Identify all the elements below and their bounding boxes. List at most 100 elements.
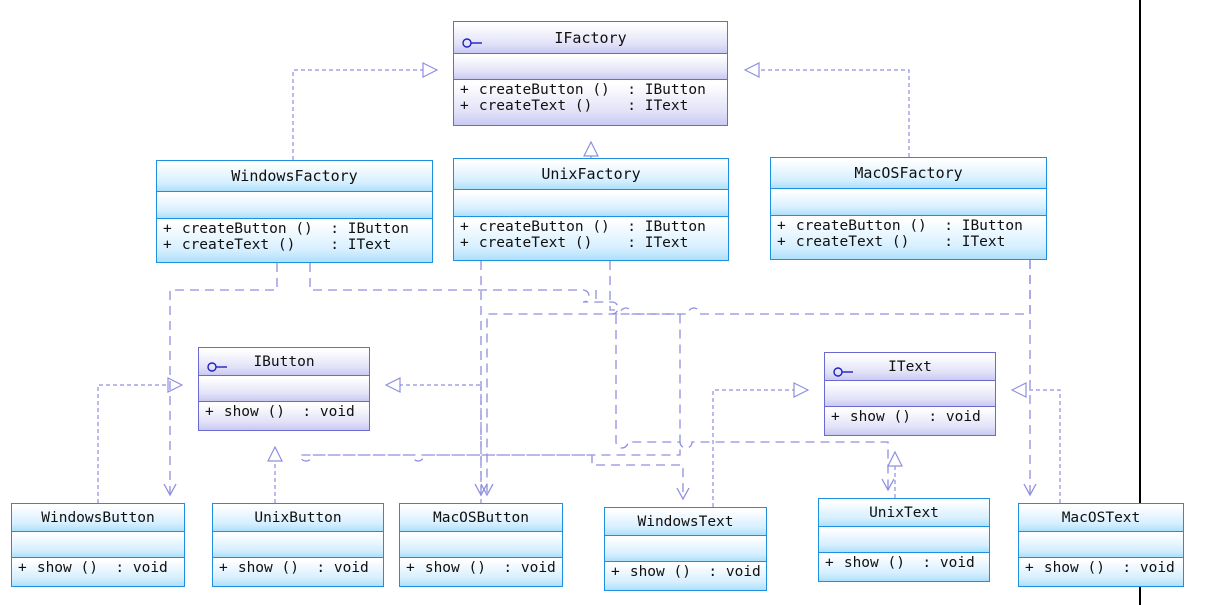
operation-row: + createButton () : IButton (454, 219, 728, 235)
operation-visibility: + (18, 560, 27, 576)
class-name: WindowsText (637, 513, 734, 530)
page-edge-rule (1139, 0, 1141, 605)
class-operations-band: + show () : void (199, 402, 369, 430)
operation-signature: createButton () : IButton (478, 82, 706, 98)
edge-macosbutton-ibutton (386, 385, 482, 503)
operation-row: + createButton () : IButton (454, 82, 727, 98)
class-title-band: WindowsButton (12, 504, 184, 532)
class-title-band: IText (825, 353, 995, 381)
class-node-macosbutton[interactable]: MacOSButton + show () : void (399, 503, 563, 587)
class-node-macostext[interactable]: MacOSText + show () : void (1018, 503, 1184, 587)
operation-row: + show () : void (213, 560, 383, 576)
operation-visibility: + (460, 219, 469, 235)
operation-visibility: + (460, 98, 469, 114)
class-name: UnixButton (254, 509, 342, 526)
class-node-unixfactory[interactable]: UnixFactory + createButton () : IButton … (453, 158, 729, 261)
operation-visibility: + (163, 237, 172, 253)
class-name: WindowsFactory (231, 167, 358, 185)
class-attributes-band (454, 54, 727, 80)
class-attributes-band (157, 192, 432, 219)
class-name: MacOSButton (432, 509, 530, 526)
edge-windowsfactory-ifactory (292, 70, 437, 160)
operation-row: + createText () : IText (454, 98, 727, 114)
operation-row: + show () : void (825, 409, 995, 425)
operation-signature: createButton () : IButton (795, 218, 1023, 234)
operation-signature: createText () : IText (181, 237, 392, 253)
class-title-band: WindowsText (605, 508, 766, 536)
class-attributes-band (454, 190, 728, 217)
class-attributes-band (819, 527, 989, 553)
class-attributes-band (771, 189, 1046, 216)
operation-row: + show () : void (199, 404, 369, 420)
edge-macostext-itext (1012, 390, 1061, 503)
class-attributes-band (12, 532, 184, 558)
class-operations-band: + show () : void (12, 558, 184, 586)
class-operations-band: + createButton () : IButton + createText… (454, 217, 728, 260)
operation-row: + createText () : IText (771, 234, 1046, 250)
class-title-band: UnixButton (213, 504, 383, 532)
edge-windowstext-itext (712, 390, 808, 507)
class-node-unixtext[interactable]: UnixText + show () : void (818, 498, 990, 582)
operation-signature: show () : void (629, 564, 761, 580)
class-title-band: UnixText (819, 499, 989, 527)
class-title-band: MacOSButton (400, 504, 562, 532)
class-node-itext[interactable]: IText + show () : void (824, 352, 996, 436)
class-operations-band: + show () : void (825, 407, 995, 435)
operation-signature: createButton () : IButton (478, 219, 706, 235)
operation-row: + show () : void (12, 560, 184, 576)
operation-visibility: + (205, 404, 214, 420)
operation-visibility: + (163, 221, 172, 237)
operation-signature: show () : void (223, 404, 355, 420)
class-title-band: IButton (199, 348, 369, 376)
edge-windowsbutton-ibutton (97, 385, 182, 503)
class-node-ibutton[interactable]: IButton + show () : void (198, 347, 370, 431)
class-node-windowstext[interactable]: WindowsText + show () : void (604, 507, 767, 591)
class-name: IFactory (554, 28, 627, 47)
operation-visibility: + (611, 564, 620, 580)
operation-visibility: + (1025, 560, 1034, 576)
operation-visibility: + (777, 218, 786, 234)
class-attributes-band (825, 381, 995, 407)
class-name: WindowsButton (41, 509, 155, 526)
operation-visibility: + (831, 409, 840, 425)
class-title-band: IFactory (454, 22, 727, 54)
interface-lollipop-icon (462, 33, 484, 48)
operation-visibility: + (219, 560, 228, 576)
class-node-macosfactory[interactable]: MacOSFactory + createButton () : IButton… (770, 157, 1047, 260)
operation-signature: createText () : IText (478, 98, 689, 114)
class-operations-band: + createButton () : IButton + createText… (771, 216, 1046, 259)
class-title-band: UnixFactory (454, 159, 728, 190)
operation-row: + show () : void (1019, 560, 1183, 576)
operation-visibility: + (825, 555, 834, 571)
operation-signature: createText () : IText (795, 234, 1006, 250)
operation-row: + show () : void (400, 560, 562, 576)
class-node-ifactory[interactable]: IFactory + createButton () : IButton + c… (453, 21, 728, 126)
operation-signature: show () : void (36, 560, 168, 576)
operation-signature: show () : void (424, 560, 556, 576)
class-attributes-band (199, 376, 369, 402)
operation-signature: show () : void (1043, 560, 1175, 576)
operation-row: + show () : void (605, 564, 766, 580)
class-attributes-band (605, 536, 766, 562)
operation-row: + createButton () : IButton (157, 221, 432, 237)
class-title-band: MacOSText (1019, 504, 1183, 532)
class-operations-band: + show () : void (819, 553, 989, 581)
class-operations-band: + show () : void (1019, 558, 1183, 586)
class-name: UnixText (869, 504, 939, 521)
class-node-unixbutton[interactable]: UnixButton + show () : void (212, 503, 384, 587)
class-title-band: MacOSFactory (771, 158, 1046, 189)
operation-signature: show () : void (849, 409, 981, 425)
class-name: IText (888, 358, 932, 375)
operation-row: + show () : void (819, 555, 989, 571)
class-operations-band: + createButton () : IButton + createText… (454, 80, 727, 125)
class-node-windowsfactory[interactable]: WindowsFactory + createButton () : IButt… (156, 160, 433, 263)
class-title-band: WindowsFactory (157, 161, 432, 192)
class-attributes-band (213, 532, 383, 558)
class-operations-band: + show () : void (400, 558, 562, 586)
operation-signature: createButton () : IButton (181, 221, 409, 237)
class-operations-band: + createButton () : IButton + createText… (157, 219, 432, 262)
operation-signature: createText () : IText (478, 235, 689, 251)
edge-macosfactory-ifactory (745, 70, 910, 157)
class-node-windowsbutton[interactable]: WindowsButton + show () : void (11, 503, 185, 587)
